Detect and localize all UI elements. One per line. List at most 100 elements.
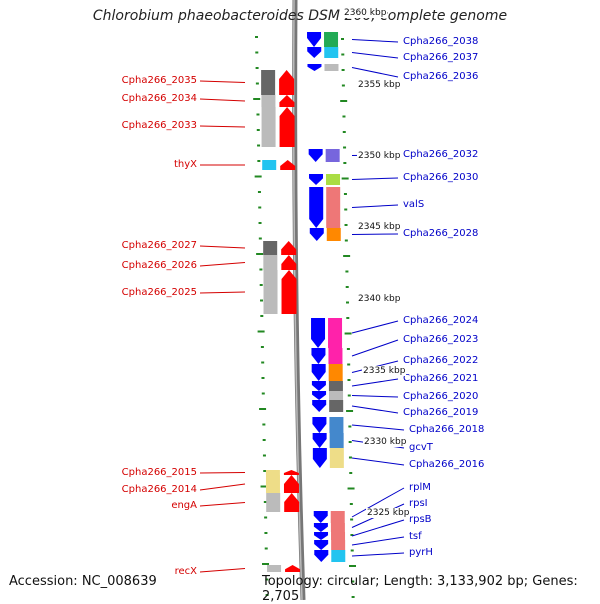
gene-arrow: [314, 532, 329, 540]
tick-right: [343, 193, 347, 195]
tick-left: [263, 501, 267, 503]
gene-label-left: Cpha266_2027: [121, 240, 197, 251]
tick-right: [350, 518, 354, 521]
gene-block: [261, 107, 276, 147]
map-title: Chlorobium phaeobacteroides DSM 266, com…: [92, 8, 508, 24]
leader-line: [351, 457, 405, 466]
gene-label-left: Cpha266_2033: [121, 120, 197, 131]
tick-right: [349, 565, 357, 567]
tick-right: [342, 115, 346, 118]
gene-arrow: [309, 174, 324, 185]
gene-arrow: [281, 241, 297, 255]
tick-right: [344, 224, 348, 226]
tick-right: [342, 131, 346, 133]
gene-block: [329, 391, 344, 400]
gene-label-right: tsf: [409, 531, 422, 542]
gene-arrow: [308, 149, 323, 162]
gene-arrow: [309, 187, 324, 228]
gene-block: [266, 493, 281, 512]
gene-label-right: Cpha266_2021: [403, 373, 479, 384]
leader-line: [199, 125, 246, 128]
tick-left: [257, 191, 261, 193]
gene-label-right: Cpha266_2032: [403, 149, 479, 160]
tick-right: [349, 503, 353, 505]
gene-block: [328, 364, 343, 381]
tick-right: [343, 146, 347, 149]
tick-right: [346, 301, 350, 304]
gene-arrow: [279, 70, 295, 95]
gene-block: [331, 550, 346, 562]
tick-left: [257, 160, 261, 162]
gene-label-right: Cpha266_2020: [403, 391, 479, 402]
tick-left: [259, 408, 267, 410]
gene-arrow: [309, 228, 324, 241]
tick-left: [255, 67, 259, 69]
tick-left: [261, 377, 265, 379]
gene-block: [329, 417, 344, 433]
tick-right: [340, 100, 348, 102]
gene-block: [326, 187, 341, 228]
tick-left: [262, 563, 270, 565]
gene-block: [265, 475, 280, 493]
tick-right: [341, 69, 345, 71]
tick-right: [346, 410, 354, 412]
gene-block: [328, 381, 343, 391]
tick-left: [254, 175, 262, 178]
tick-right: [346, 317, 350, 319]
gene-block: [263, 270, 278, 314]
tick-right: [344, 332, 352, 335]
tick-right: [344, 208, 348, 211]
gene-arrow: [283, 470, 299, 475]
tick-right: [351, 596, 355, 598]
gene-label-right: gcvT: [409, 442, 433, 453]
leader-line: [199, 245, 246, 249]
gene-arrow: [312, 391, 327, 400]
tick-left: [265, 578, 269, 581]
tick-marks: [253, 36, 357, 598]
gene-block: [324, 64, 339, 71]
gene-block: [328, 318, 343, 348]
gene-arrow: [312, 433, 327, 448]
scale-label: 2360 kbp: [343, 8, 388, 18]
gene-label-right: rplM: [409, 482, 431, 493]
gene-block: [330, 523, 345, 532]
leader-line: [199, 502, 246, 507]
gene-label-right: Cpha266_2018: [409, 424, 485, 435]
gene-block: [261, 70, 276, 95]
gene-arrow: [307, 32, 322, 47]
leader-line: [351, 233, 399, 235]
tick-right: [348, 425, 352, 428]
tick-right: [347, 394, 351, 397]
tick-right: [344, 239, 348, 242]
scale-label: 2345 kbp: [357, 222, 402, 232]
gene-label-right: Cpha266_2024: [403, 315, 479, 326]
gene-features: [261, 32, 346, 572]
gene-label-left: engA: [171, 500, 197, 511]
leader-line: [351, 552, 405, 557]
gene-arrow: [312, 448, 327, 468]
tick-left: [255, 51, 259, 54]
leader-line: [351, 39, 399, 43]
tick-right: [341, 53, 345, 56]
gene-label-left: Cpha266_2026: [121, 260, 197, 271]
gene-block: [330, 511, 345, 523]
tick-right: [346, 348, 350, 350]
leader-line: [351, 405, 399, 414]
gene-label-right: Cpha266_2037: [403, 52, 479, 63]
tick-left: [264, 547, 268, 550]
gene-block: [331, 532, 346, 540]
gene-label-left: recX: [174, 566, 197, 577]
scale-label: 2335 kbp: [362, 366, 407, 376]
gene-label-right: Cpha266_2019: [403, 407, 479, 418]
tick-left: [260, 346, 264, 348]
tick-left: [261, 392, 265, 395]
gene-arrow: [280, 160, 296, 170]
tick-left: [255, 36, 258, 38]
gene-arrow: [281, 255, 297, 270]
tick-left: [256, 129, 260, 131]
tick-right: [349, 472, 353, 474]
gene-arrow: [307, 64, 322, 71]
tick-right: [345, 286, 349, 288]
tick-right: [343, 255, 351, 257]
gene-label-left: Cpha266_2034: [121, 93, 197, 104]
